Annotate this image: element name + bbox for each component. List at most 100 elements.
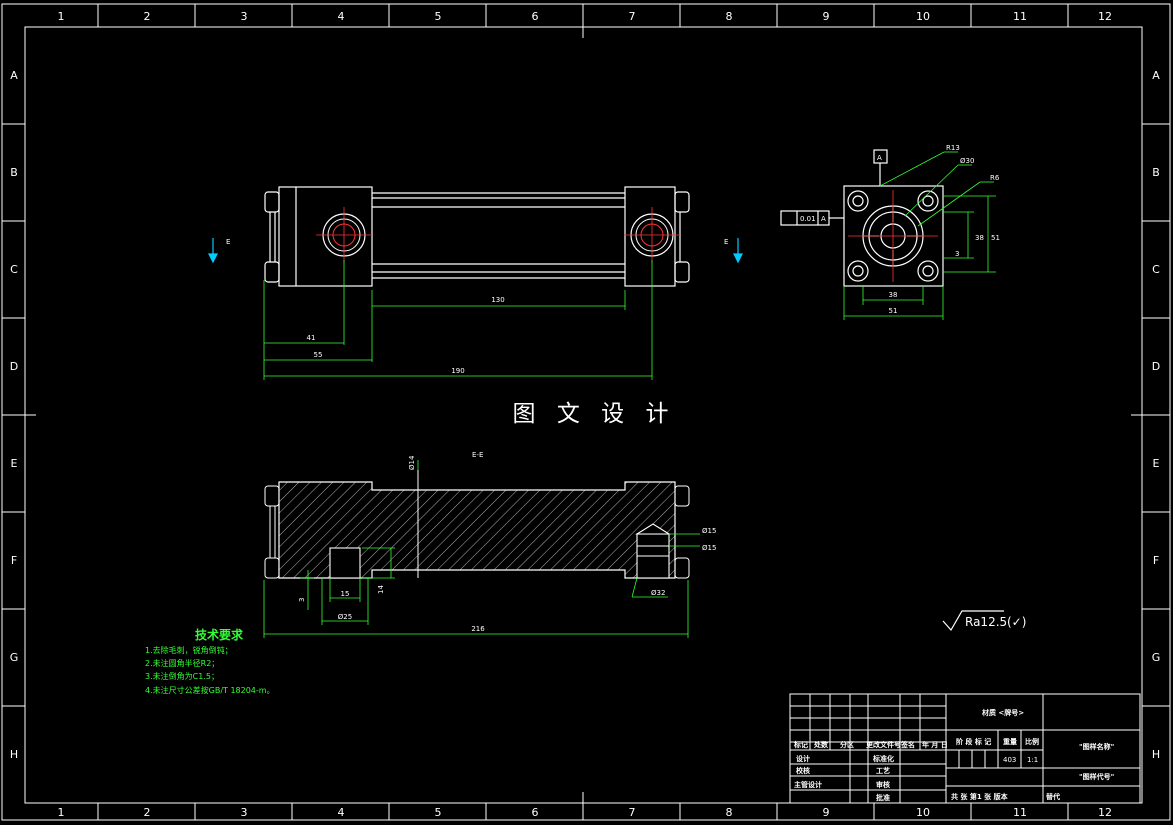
zone-labels-right: A B C D E F G H bbox=[1152, 69, 1161, 761]
dim-r6: R6 bbox=[990, 174, 1000, 182]
zone-labels-left: A B C D E F G H bbox=[10, 69, 19, 761]
zone-col-label: 4 bbox=[338, 10, 345, 23]
zone-col-label: 12 bbox=[1098, 10, 1112, 23]
front-view: E E 41 55 130 190 bbox=[208, 186, 743, 380]
dim-phi32: Ø32 bbox=[651, 589, 665, 597]
zone-col-label: 7 bbox=[629, 10, 636, 23]
roughness-symbol: Ra12.5 (✓) bbox=[942, 610, 1026, 632]
zone-col-label: 12 bbox=[1098, 806, 1112, 819]
zone-col-label: 9 bbox=[823, 806, 830, 819]
roughness-value: Ra12.5 bbox=[965, 615, 1007, 629]
watermark: 图 文 设 计 bbox=[513, 401, 676, 427]
dim-51-horizontal: 51 bbox=[889, 307, 898, 315]
tech-item: 2.未注圆角半径R2； bbox=[145, 658, 219, 668]
row-chief: 主管设计 bbox=[794, 780, 822, 789]
zone-row-label: C bbox=[10, 263, 18, 276]
title-block: 材质 <牌号> "图样名称" "图样代号" 阶 段 标 记 重量 比例 403 … bbox=[789, 693, 1141, 804]
row-approve: 批准 bbox=[876, 793, 890, 802]
side-view: A 0.01 A R13 Ø30 R6 38 51 3 38 51 bbox=[780, 144, 1000, 320]
zone-row-label: B bbox=[1152, 166, 1160, 179]
zone-col-label: 5 bbox=[435, 10, 442, 23]
dim-phi25: Ø25 bbox=[338, 613, 352, 621]
row-standard: 标准化 bbox=[872, 754, 894, 763]
weight-value: 403 bbox=[1003, 756, 1016, 764]
dim-38-horizontal: 38 bbox=[889, 291, 898, 299]
dim-r13: R13 bbox=[946, 144, 960, 152]
tech-item: 1.去除毛刺，锐角倒钝； bbox=[145, 645, 233, 655]
tolerance-value: 0.01 bbox=[800, 215, 816, 223]
zone-col-label: 2 bbox=[144, 806, 151, 819]
row-process: 工艺 bbox=[876, 766, 890, 775]
roughness-suffix: (✓) bbox=[1007, 615, 1026, 629]
header-change-doc: 更改文件号签名 bbox=[866, 740, 915, 749]
section-view: E-E Ø14 Ø15 Ø15 15 Ø25 Ø32 14 3 216 bbox=[263, 451, 716, 638]
dim-phi30: Ø30 bbox=[960, 157, 974, 165]
dim-small: 3 bbox=[955, 250, 959, 258]
zone-row-label: E bbox=[11, 457, 18, 470]
outer-border bbox=[1, 3, 1171, 821]
zone-col-label: 1 bbox=[58, 806, 65, 819]
zone-row-label: F bbox=[11, 554, 17, 567]
zone-row-label: E bbox=[1153, 457, 1160, 470]
header-zone: 分区 bbox=[840, 740, 854, 749]
dim-15: 15 bbox=[341, 590, 350, 598]
zone-col-label: 5 bbox=[435, 806, 442, 819]
zone-labels-top: 1 2 3 4 5 6 7 8 9 10 11 12 bbox=[58, 10, 1113, 23]
zone-row-label: G bbox=[10, 651, 19, 664]
header-count: 处数 bbox=[813, 740, 829, 749]
dim-190: 190 bbox=[451, 367, 464, 375]
zone-row-label: C bbox=[1152, 263, 1160, 276]
material-field: 材质 <牌号> bbox=[981, 708, 1024, 717]
zone-col-label: 1 bbox=[58, 10, 65, 23]
replace-label: 替代 bbox=[1046, 792, 1060, 801]
dim-51-vertical: 51 bbox=[991, 234, 1000, 242]
section-label: E-E bbox=[472, 451, 483, 459]
dim-3: 3 bbox=[298, 598, 306, 602]
zone-col-label: 10 bbox=[916, 806, 930, 819]
header-date: 年 月 日 bbox=[922, 740, 948, 749]
zone-col-label: 4 bbox=[338, 806, 345, 819]
zone-row-label: H bbox=[10, 748, 18, 761]
zone-dividers bbox=[2, 4, 1170, 820]
zone-col-label: 7 bbox=[629, 806, 636, 819]
zone-row-label: G bbox=[1152, 651, 1161, 664]
section-mark-right: E bbox=[724, 238, 728, 246]
zone-row-label: A bbox=[1152, 69, 1160, 82]
zone-col-label: 9 bbox=[823, 10, 830, 23]
zone-row-label: H bbox=[1152, 748, 1160, 761]
header-mark: 标记 bbox=[793, 740, 808, 749]
row-check: 校核 bbox=[796, 766, 810, 775]
drawing-number-field: "图样代号" bbox=[1079, 772, 1114, 781]
zone-col-label: 3 bbox=[241, 10, 248, 23]
zone-row-label: A bbox=[10, 69, 18, 82]
zone-col-label: 6 bbox=[532, 10, 539, 23]
row-design: 设计 bbox=[796, 754, 810, 763]
dim-phi15-top: Ø15 bbox=[702, 527, 716, 535]
zone-col-label: 10 bbox=[916, 10, 930, 23]
zone-col-label: 11 bbox=[1013, 806, 1027, 819]
zone-row-label: D bbox=[10, 360, 18, 373]
dim-55: 55 bbox=[314, 351, 323, 359]
tech-title: 技术要求 bbox=[195, 627, 244, 642]
dim-14: 14 bbox=[377, 585, 385, 594]
tolerance-datum: A bbox=[821, 215, 826, 223]
stage-mark-label: 阶 段 标 记 bbox=[956, 737, 991, 746]
dim-130: 130 bbox=[491, 296, 504, 304]
dim-41: 41 bbox=[307, 334, 316, 342]
ratio-label: 比例 bbox=[1025, 737, 1039, 746]
row-review: 审核 bbox=[876, 780, 890, 789]
zone-col-label: 3 bbox=[241, 806, 248, 819]
zone-col-label: 6 bbox=[532, 806, 539, 819]
dim-phi14: Ø14 bbox=[408, 455, 416, 470]
weight-label: 重量 bbox=[1003, 737, 1017, 746]
dim-phi15-bottom: Ø15 bbox=[702, 544, 716, 552]
tech-item: 4.未注尺寸公差按GB/T 18204-m。 bbox=[145, 685, 275, 695]
tech-item: 3.未注倒角为C1.5； bbox=[145, 671, 219, 681]
zone-row-label: D bbox=[1152, 360, 1160, 373]
zone-col-label: 8 bbox=[726, 10, 733, 23]
tech-requirements: 技术要求 1.去除毛刺，锐角倒钝； 2.未注圆角半径R2； 3.未注倒角为C1.… bbox=[145, 627, 275, 695]
zone-row-label: F bbox=[1153, 554, 1159, 567]
zone-col-label: 11 bbox=[1013, 10, 1027, 23]
zone-col-label: 8 bbox=[726, 806, 733, 819]
